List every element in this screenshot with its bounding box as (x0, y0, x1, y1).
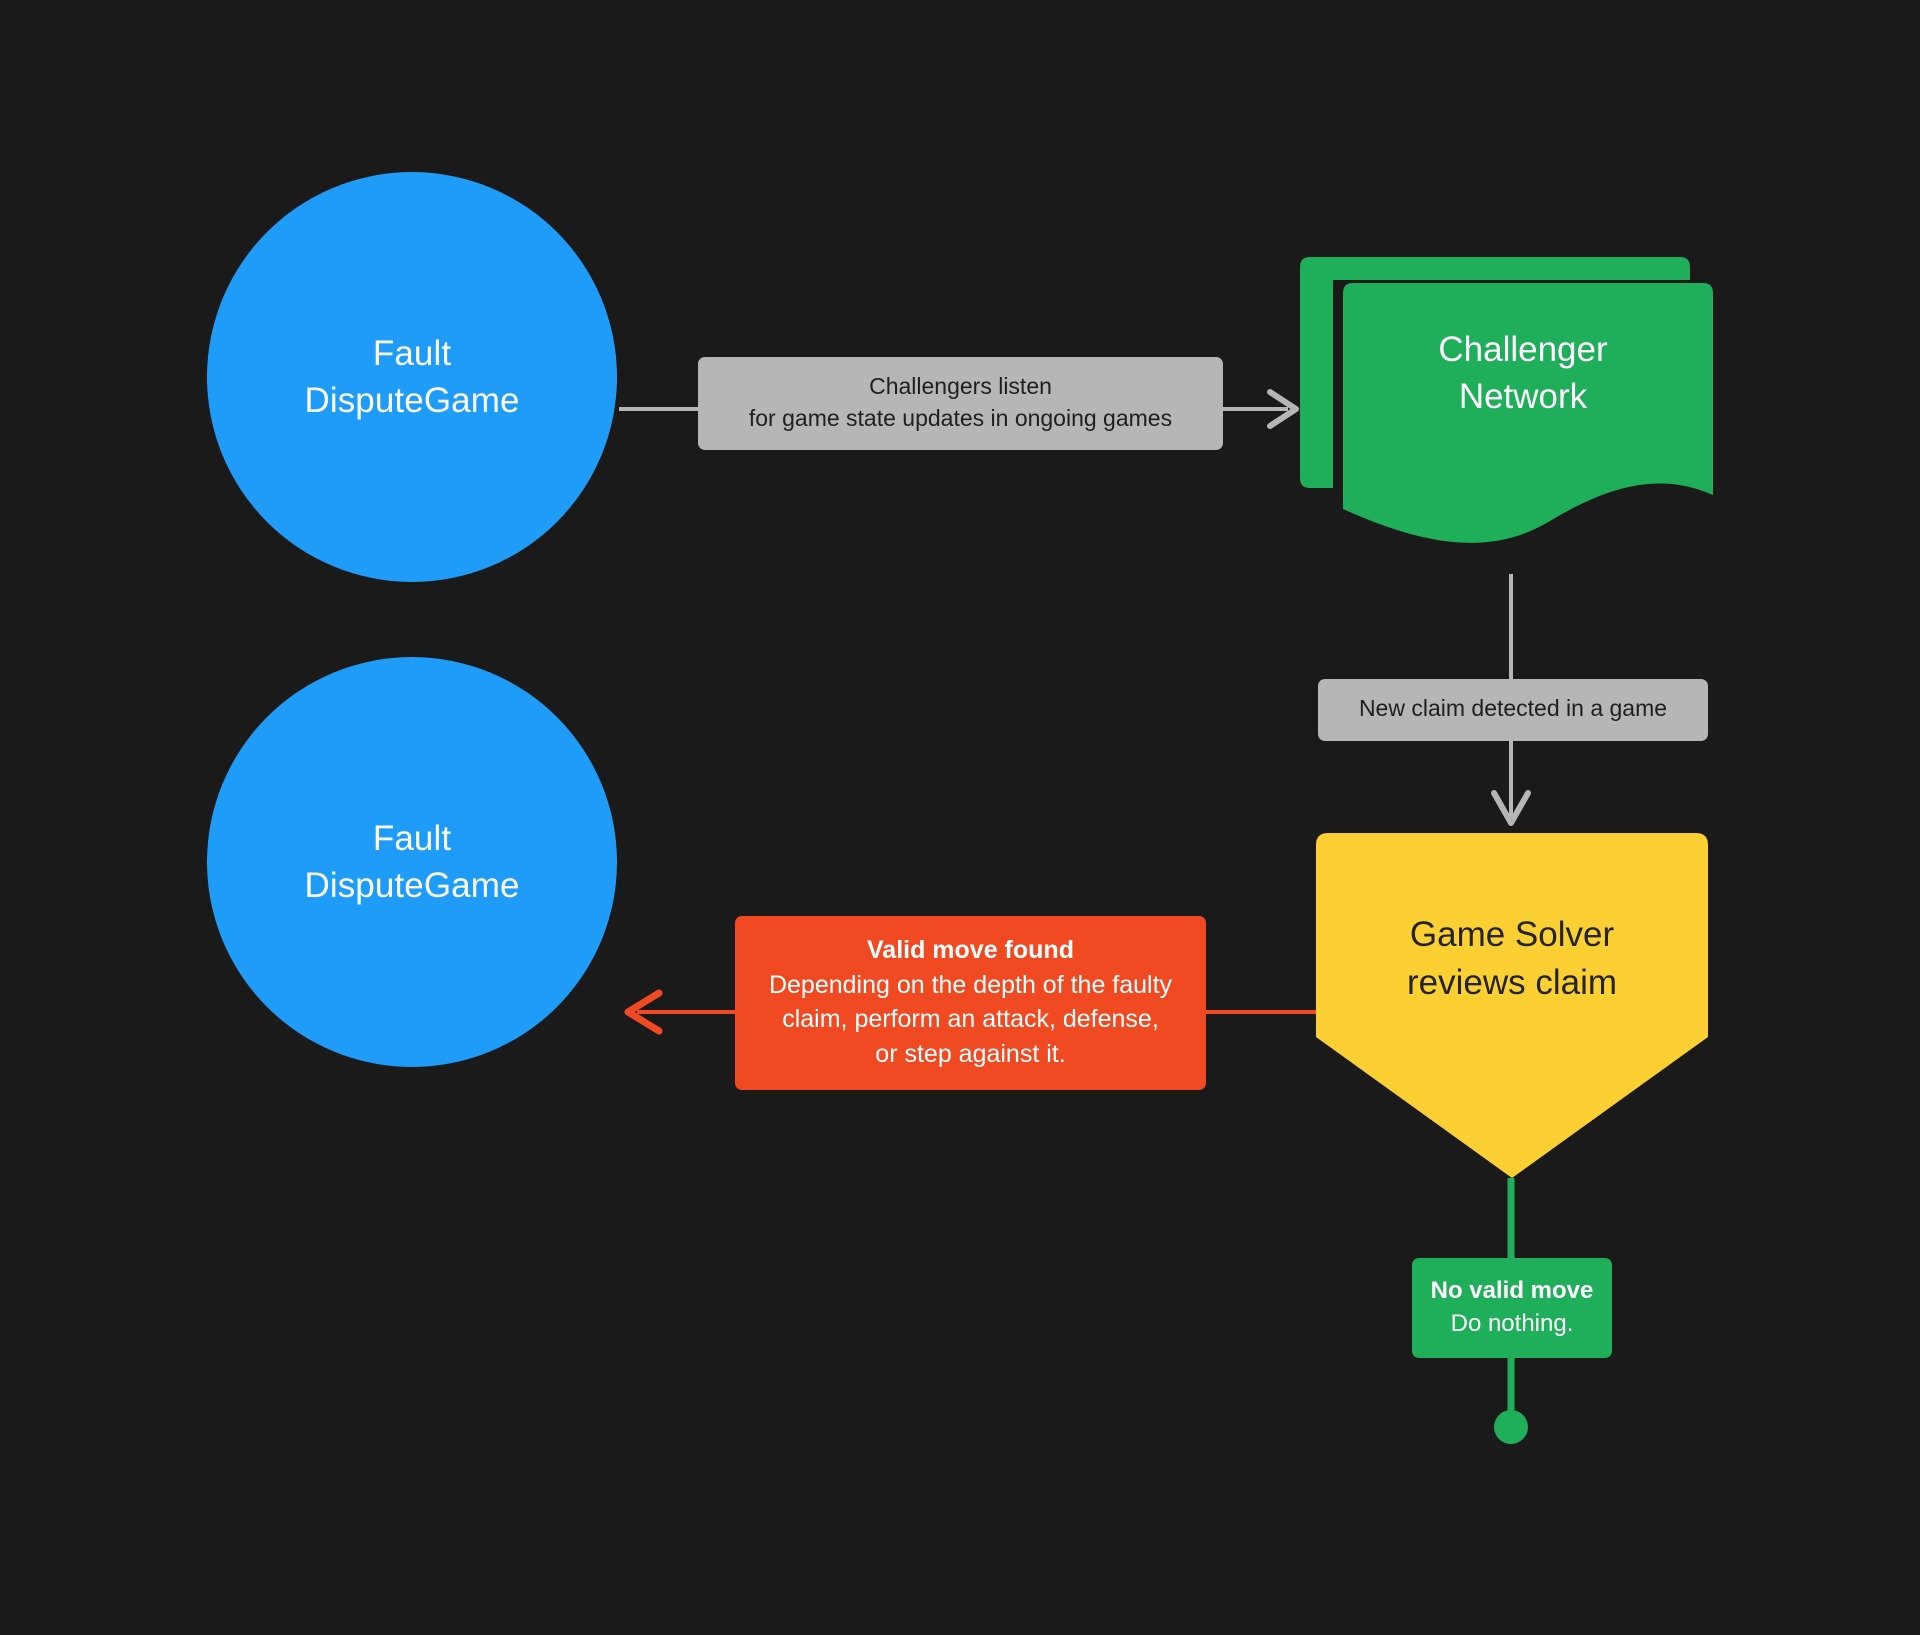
node-label-line2: DisputeGame (304, 381, 520, 420)
edge-label-line2: claim, perform an attack, defense, (782, 1005, 1159, 1033)
edge-label-title: Valid move found (867, 936, 1074, 964)
multi-document-icon (1300, 257, 1715, 543)
edge-valid-move-arrowhead (624, 989, 663, 1035)
node-game-solver[interactable]: Game Solver reviews claim (1316, 833, 1708, 1181)
pentagon-path (1316, 833, 1708, 1178)
node-fault-dispute-game-top[interactable]: Fault DisputeGame (207, 172, 617, 582)
edge-listen-arrowhead (1267, 389, 1299, 429)
node-game-solver-label: Game Solver reviews claim (1316, 861, 1708, 1056)
edge-label-no-valid-move: No valid move Do nothing. (1412, 1258, 1612, 1359)
node-label-line1: Game Solver (1409, 915, 1615, 955)
node-label-line2: reviews claim (1406, 962, 1618, 1002)
node-challenger-network[interactable]: Challenger Network (1300, 243, 1725, 568)
edge-label-new-claim-detected: New claim detected in a game (1318, 679, 1708, 741)
edge-new-claim-arrowhead (1491, 790, 1531, 826)
edge-label-challengers-listen: Challengers listen for game state update… (698, 357, 1223, 451)
pentagon-shape (1316, 833, 1708, 1178)
node-label-line1: Fault (372, 818, 452, 858)
edge-label-line1: New claim detected in a game (1358, 695, 1668, 721)
node-challenger-network-label: Challenger Network (1333, 273, 1713, 473)
node-fault-dispute-game-bottom[interactable]: Fault DisputeGame (207, 657, 617, 1067)
node-label-line1: Fault (372, 333, 452, 373)
node-label-line2: Network (1458, 377, 1588, 416)
node-label-line1: Challenger (1438, 329, 1608, 369)
node-label-line2: DisputeGame (304, 866, 520, 905)
edge-label-line1: Do nothing. (1450, 1310, 1574, 1338)
edge-label-line1: Depending on the depth of the faulty (768, 970, 1173, 999)
end-dot (1494, 1410, 1528, 1444)
edge-label-line1: Challengers listen (869, 373, 1052, 399)
edge-label-line2: for game state updates in ongoing games (748, 404, 1173, 431)
edge-label-valid-move-found: Valid move found Depending on the depth … (735, 916, 1206, 1090)
document-front-sheet (1343, 283, 1713, 543)
edge-label-title: No valid move (1430, 1277, 1594, 1304)
edge-label-line3: or step against it. (875, 1039, 1066, 1068)
